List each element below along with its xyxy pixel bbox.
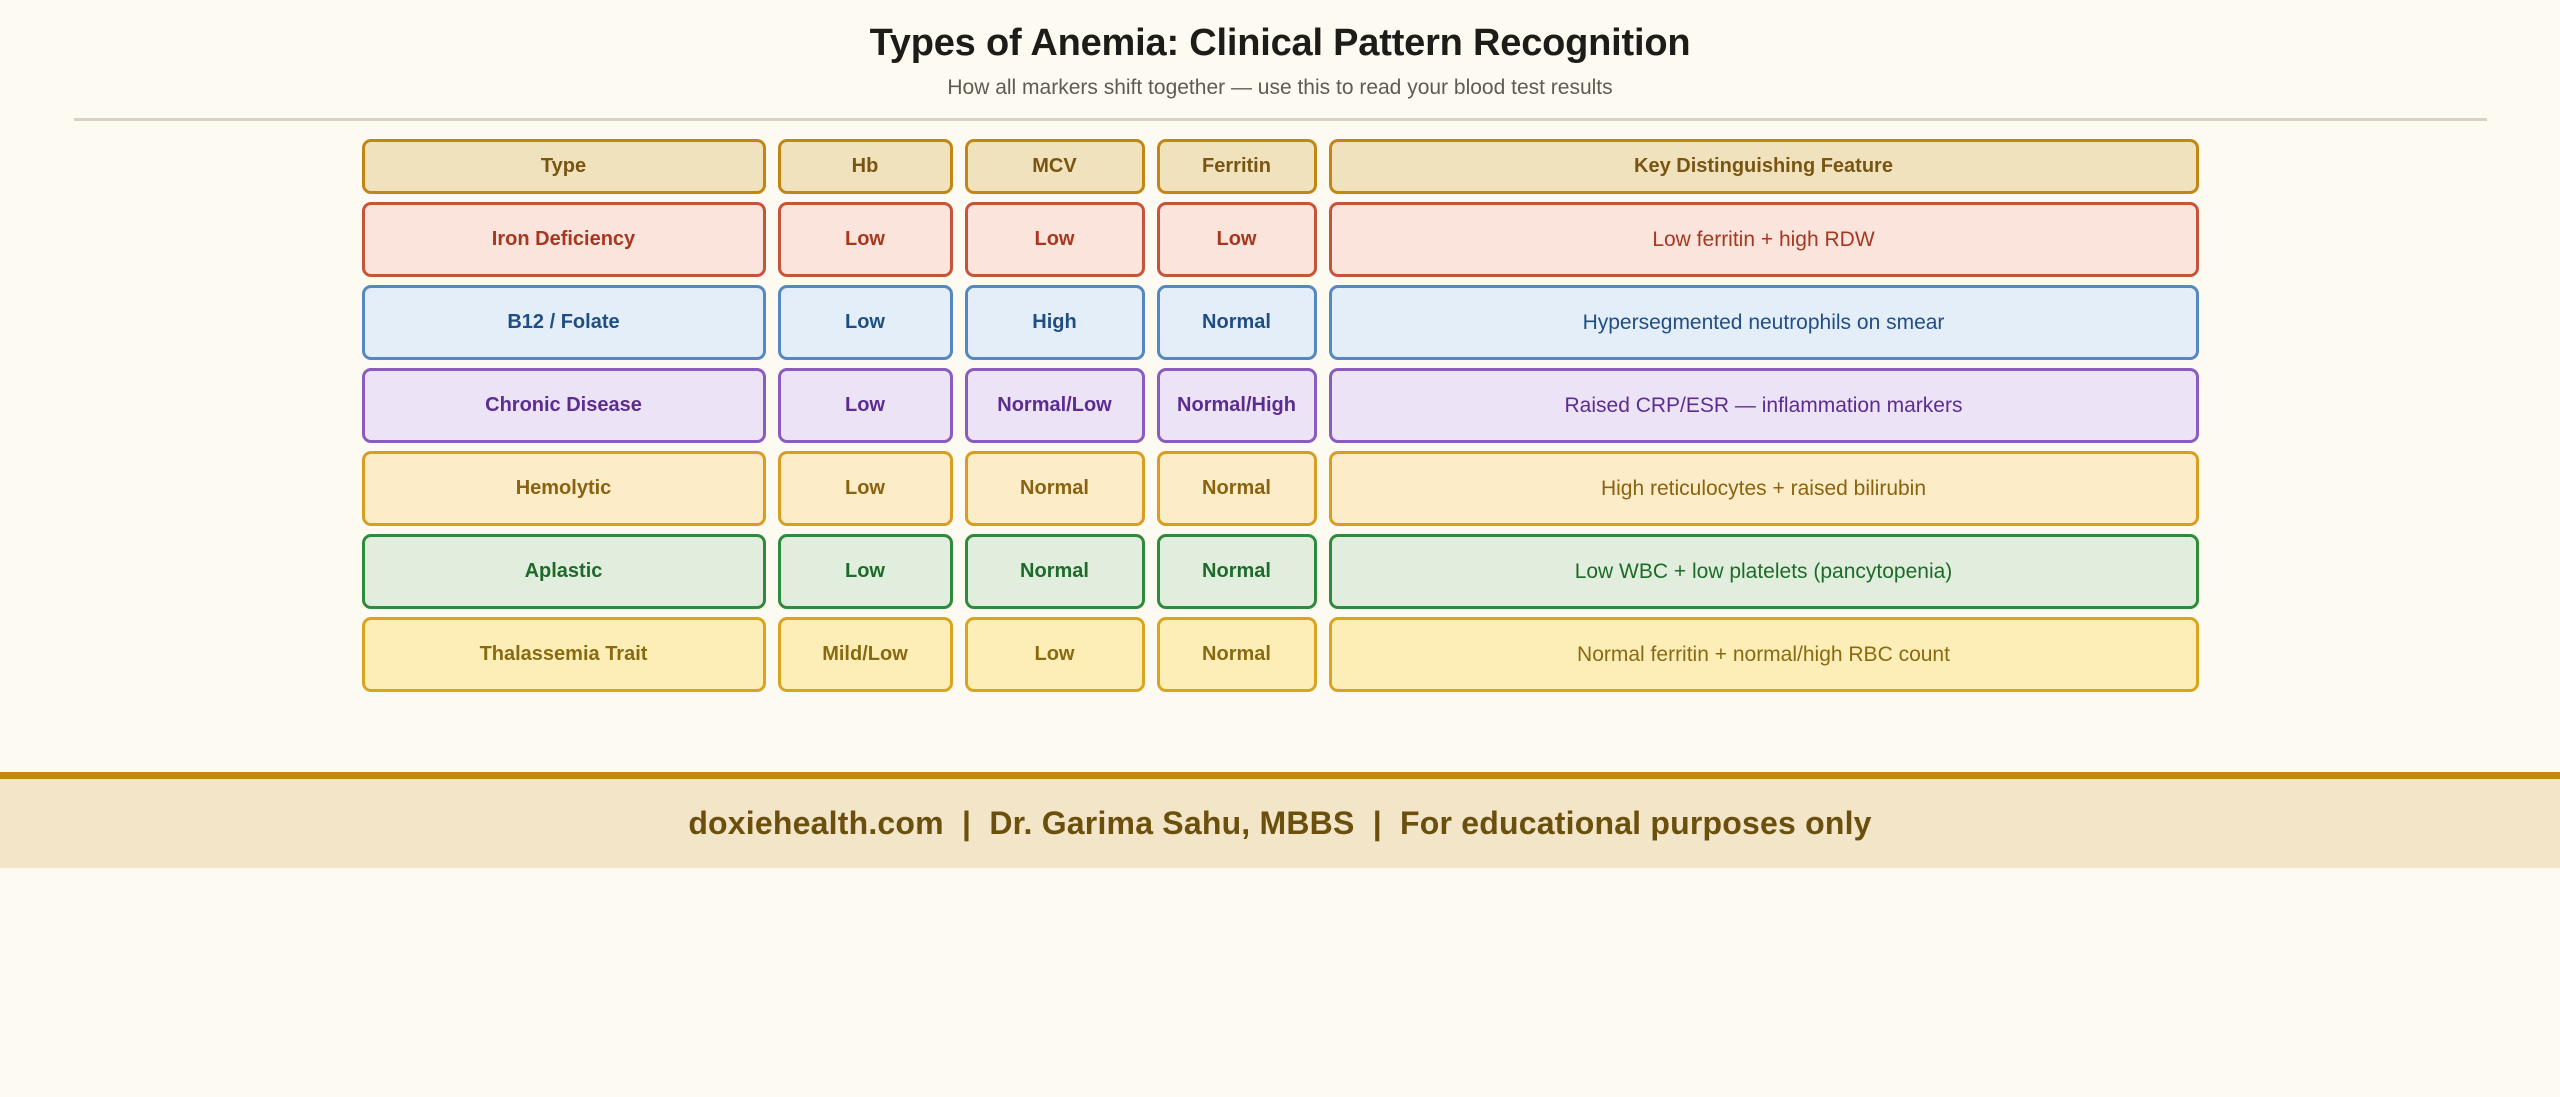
- cell-hb: Low: [777, 533, 953, 609]
- cell-type: Thalassemia Trait: [361, 616, 766, 692]
- cell-type: Aplastic: [361, 533, 766, 609]
- page-subtitle: How all markers shift together — use thi…: [947, 75, 1613, 99]
- cell-ferritin: Normal/High: [1156, 367, 1317, 443]
- table-row: Iron Deficiency Low Low Low Low ferritin…: [361, 201, 2199, 277]
- cell-hb: Low: [777, 450, 953, 526]
- header-divider: [73, 117, 2487, 121]
- table-row: Thalassemia Trait Mild/Low Low Normal No…: [361, 616, 2199, 692]
- cell-ferritin: Normal: [1156, 533, 1317, 609]
- table-header-row: Type Hb MCV Ferritin Key Distinguishing …: [361, 138, 2199, 194]
- cell-hb: Low: [777, 367, 953, 443]
- cell-ferritin: Low: [1156, 201, 1317, 277]
- column-header-mcv: MCV: [964, 138, 1145, 194]
- cell-hb: Mild/Low: [777, 616, 953, 692]
- cell-hb: Low: [777, 284, 953, 360]
- table-row: Chronic Disease Low Normal/Low Normal/Hi…: [361, 367, 2199, 443]
- column-header-hb: Hb: [777, 138, 953, 194]
- cell-type: Chronic Disease: [361, 367, 766, 443]
- cell-ferritin: Normal: [1156, 284, 1317, 360]
- cell-feature: Hypersegmented neutrophils on smear: [1328, 284, 2199, 360]
- cell-mcv: Normal/Low: [964, 367, 1145, 443]
- cell-hb: Low: [777, 201, 953, 277]
- table-row: B12 / Folate Low High Normal Hypersegmen…: [361, 284, 2199, 360]
- cell-feature: Normal ferritin + normal/high RBC count: [1328, 616, 2199, 692]
- column-header-ferritin: Ferritin: [1156, 138, 1317, 194]
- cell-mcv: Normal: [964, 533, 1145, 609]
- anemia-comparison-table: Type Hb MCV Ferritin Key Distinguishing …: [361, 138, 2199, 692]
- page-footer: doxiehealth.com | Dr. Garima Sahu, MBBS …: [0, 772, 2560, 868]
- cell-feature: Low WBC + low platelets (pancytopenia): [1328, 533, 2199, 609]
- cell-mcv: High: [964, 284, 1145, 360]
- cell-ferritin: Normal: [1156, 450, 1317, 526]
- column-header-type: Type: [361, 138, 766, 194]
- cell-mcv: Normal: [964, 450, 1145, 526]
- cell-mcv: Low: [964, 616, 1145, 692]
- cell-type: Iron Deficiency: [361, 201, 766, 277]
- cell-feature: High reticulocytes + raised bilirubin: [1328, 450, 2199, 526]
- cell-type: B12 / Folate: [361, 284, 766, 360]
- table-row: Hemolytic Low Normal Normal High reticul…: [361, 450, 2199, 526]
- column-header-feature: Key Distinguishing Feature: [1328, 138, 2199, 194]
- page-header: Types of Anemia: Clinical Pattern Recogn…: [0, 0, 2560, 121]
- cell-feature: Low ferritin + high RDW: [1328, 201, 2199, 277]
- table-row: Aplastic Low Normal Normal Low WBC + low…: [361, 533, 2199, 609]
- cell-feature: Raised CRP/ESR — inflammation markers: [1328, 367, 2199, 443]
- cell-ferritin: Normal: [1156, 616, 1317, 692]
- footer-credit: doxiehealth.com | Dr. Garima Sahu, MBBS …: [688, 805, 1872, 841]
- page-title: Types of Anemia: Clinical Pattern Recogn…: [869, 22, 1691, 64]
- cell-type: Hemolytic: [361, 450, 766, 526]
- cell-mcv: Low: [964, 201, 1145, 277]
